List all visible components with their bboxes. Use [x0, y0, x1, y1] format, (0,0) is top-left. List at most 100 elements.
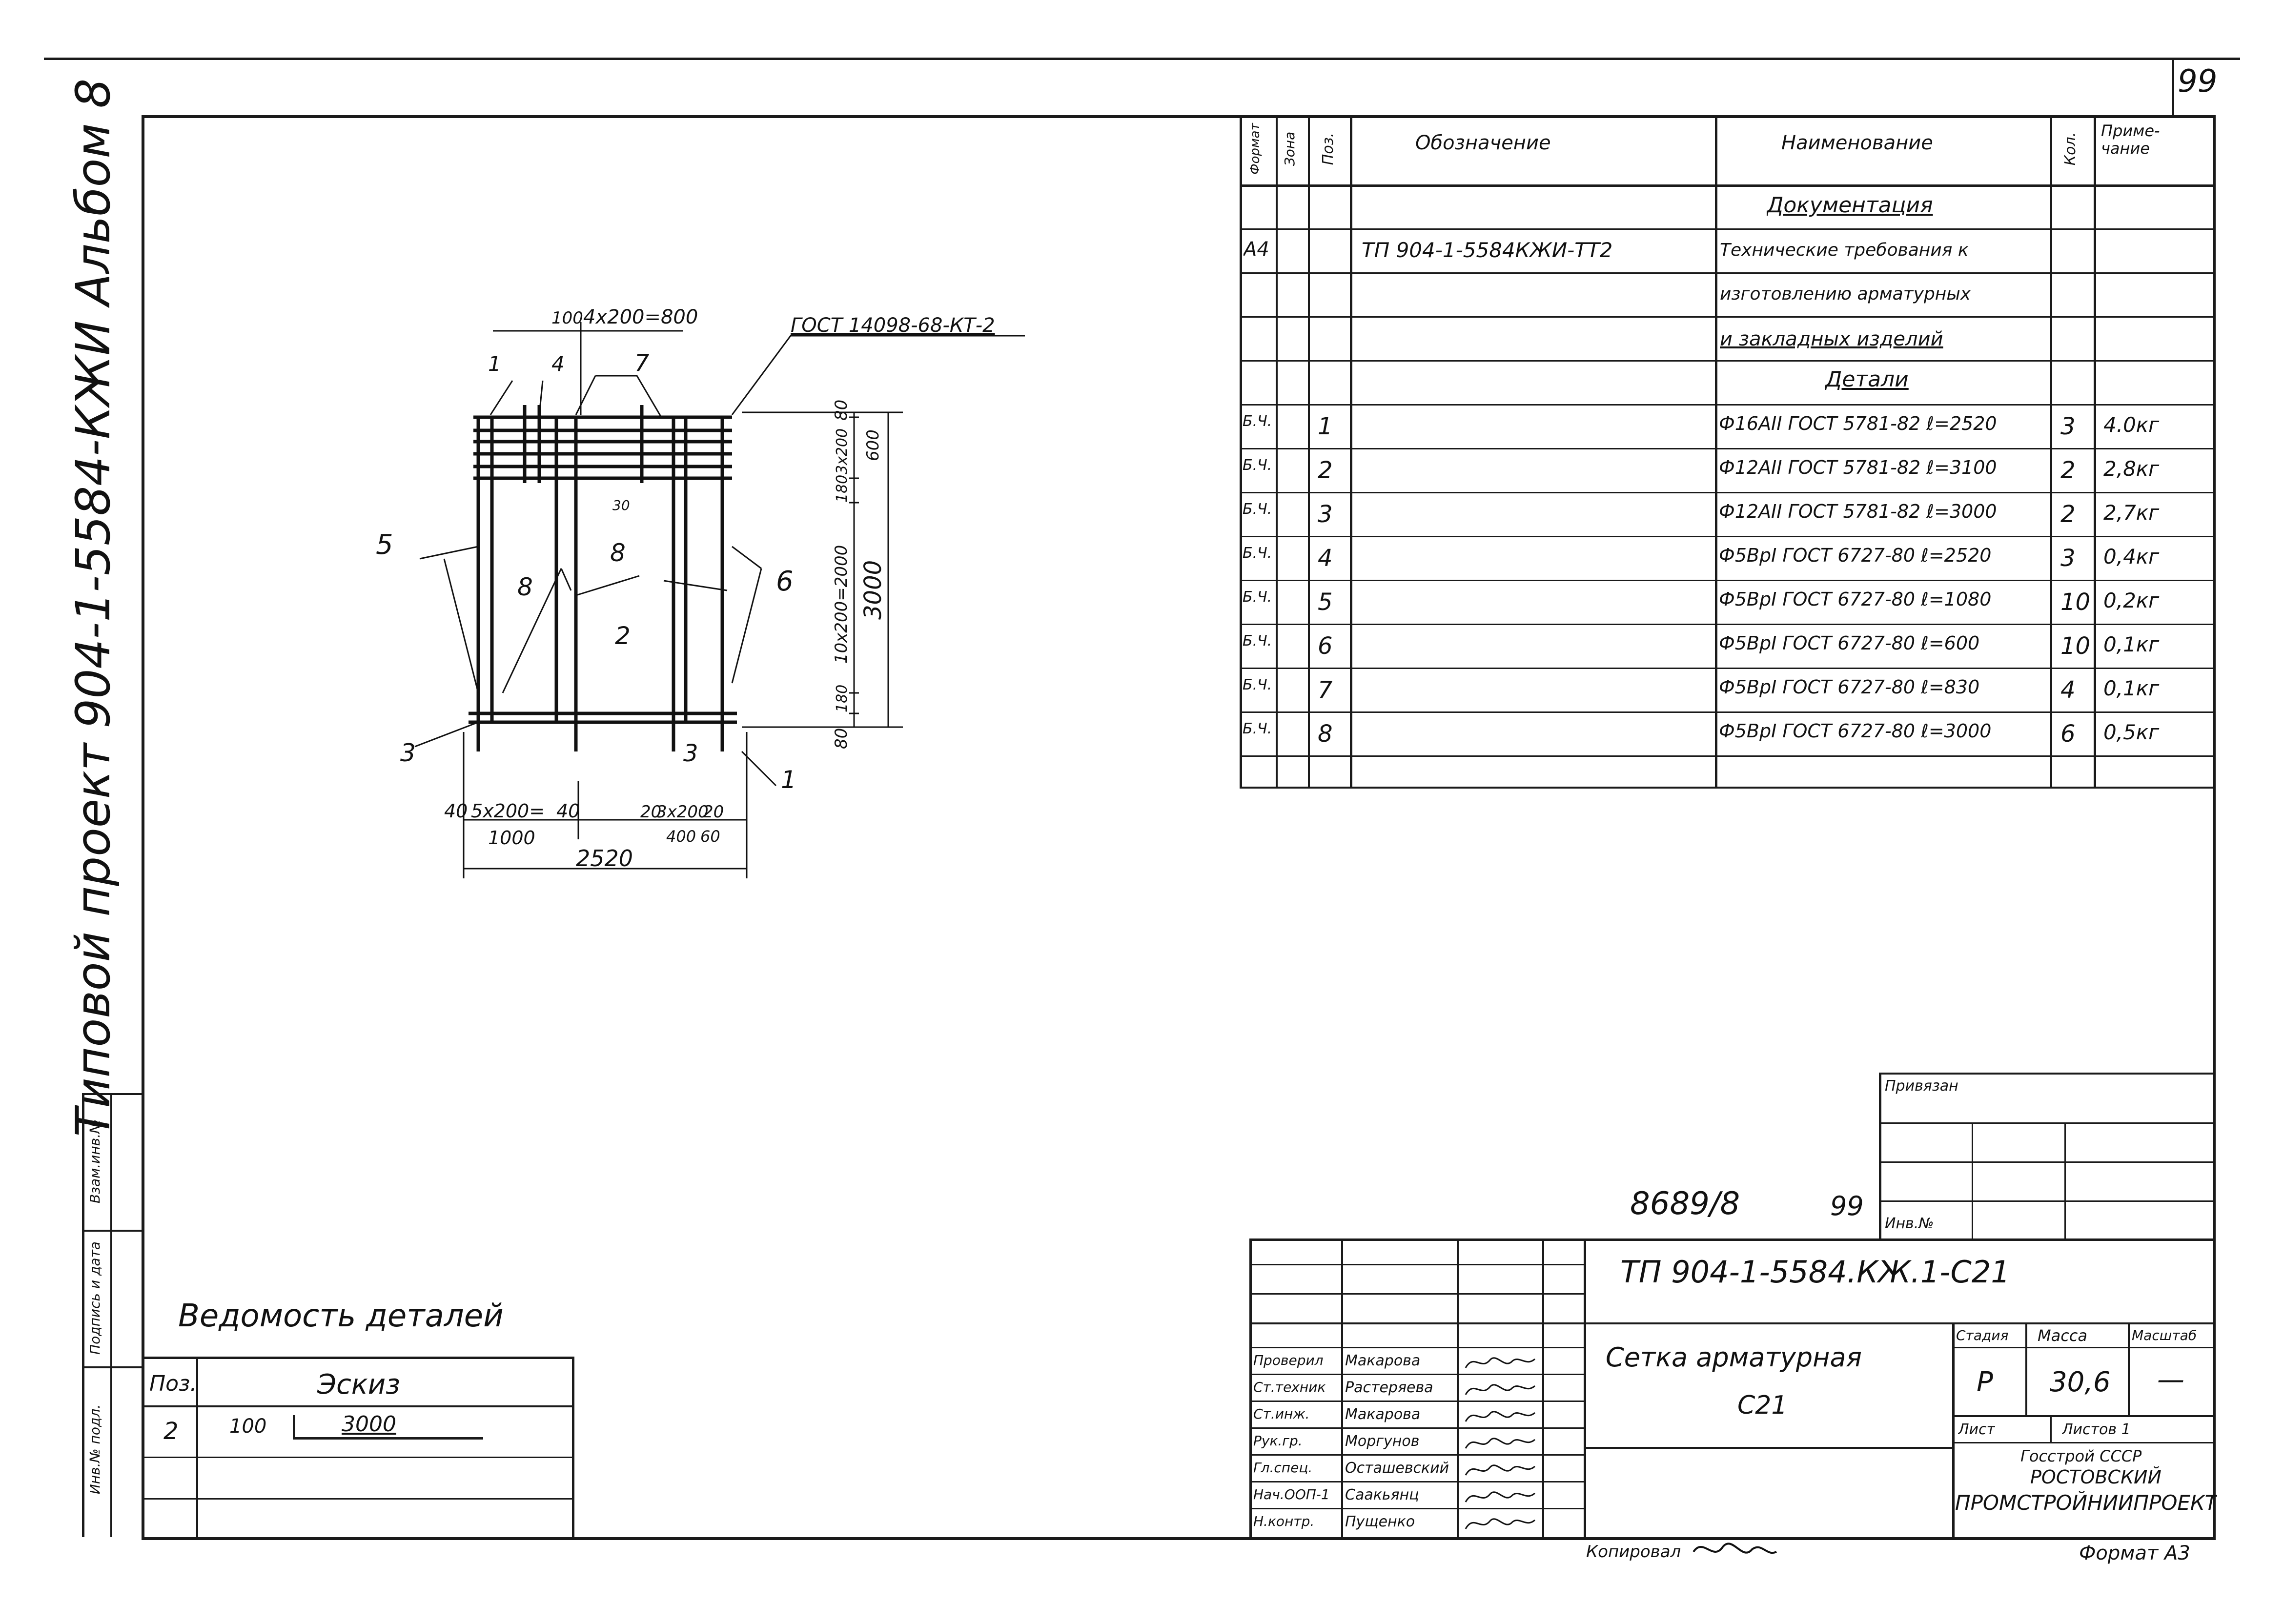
- doc-name-line-3: и закладных изделий: [1720, 328, 1943, 350]
- signer-role: Н.контр.: [1253, 1513, 1315, 1529]
- stamp-title-line-2: С21: [1737, 1391, 1788, 1420]
- frame-top: [142, 115, 2216, 118]
- inv-no-label: Инв.№: [1885, 1215, 1934, 1232]
- dim-bottom-1000: 1000: [488, 827, 535, 849]
- details-row-pos: 2: [163, 1418, 179, 1445]
- copied-label: Копировал: [1586, 1542, 1681, 1562]
- spec-row-format: Б.Ч.: [1243, 589, 1272, 606]
- doc-format: А4: [1244, 238, 1269, 261]
- stadiya-label: Стадия: [1956, 1327, 2009, 1343]
- spec-row-pos: 6: [1318, 632, 1333, 660]
- spec-row-note: 0,2кг: [2103, 589, 2160, 612]
- sheet-number: 99: [2178, 63, 2218, 100]
- signer-role: Ст.инж.: [1253, 1406, 1310, 1422]
- spec-row-name: Ф16АII ГОСТ 5781-82 ℓ=2520: [1719, 413, 1997, 434]
- spec-row-note: 2,7кг: [2103, 501, 2160, 525]
- spec-row-name: Ф12АII ГОСТ 5781-82 ℓ=3000: [1719, 501, 1997, 522]
- details-sketch-bar-vertical: [293, 1415, 295, 1440]
- header-qty: Кол.: [2062, 132, 2079, 166]
- dim-total-height: 3000: [859, 560, 887, 620]
- signer-name: Пущенко: [1345, 1513, 1415, 1530]
- spec-row-pos: 2: [1318, 457, 1333, 484]
- signer-role: Ст.техник: [1253, 1379, 1326, 1395]
- signature-mark: [1465, 1357, 1535, 1368]
- dim-right-80-top: 80: [832, 400, 851, 421]
- org-line-2: РОСТОВСКИЙ: [2030, 1466, 2162, 1488]
- massa-label: Масса: [2038, 1326, 2088, 1345]
- spec-row-qty: 10: [2060, 589, 2091, 616]
- header-format: Формат: [1248, 123, 1263, 175]
- header-pos: Поз.: [1320, 132, 1337, 165]
- stamp-designation: ТП 904-1-5584.КЖ.1-С21: [1620, 1254, 2010, 1290]
- spec-row-qty: 2: [2060, 501, 2076, 528]
- signature-mark: [1465, 1464, 1535, 1476]
- pos-label-1-bottom: 1: [781, 766, 796, 794]
- gost-weld-label: ГОСТ 14098-68-КТ-2: [791, 314, 995, 337]
- left-strip-label-3: Взам.инв.№: [87, 1119, 103, 1204]
- header-name: Наименование: [1781, 132, 1933, 154]
- stamp-title-line-1: Сетка арматурная: [1606, 1342, 1862, 1373]
- header-zone: Зона: [1282, 131, 1298, 166]
- dim-top: 4х200=800: [583, 306, 698, 328]
- pos-label-3-left: 3: [400, 739, 416, 767]
- mesh-drawing: 100 4х200=800 ГОСТ 14098-68-КТ-2 1 4 7 5…: [376, 306, 1025, 878]
- signer-role: Проверил: [1253, 1352, 1324, 1368]
- spec-row-note: 0,4кг: [2103, 545, 2160, 568]
- dim-right-2000: 10х200=2000: [832, 545, 851, 664]
- dim-bottom-40-right: 40: [556, 800, 580, 822]
- left-margin-title: Типовой проект 904-1-5584-КЖИ Альбом 8: [66, 78, 121, 1137]
- frame-right: [2213, 115, 2216, 1540]
- pos-label-8-left: 8: [517, 573, 533, 601]
- left-strip-label-1: Инв.№ подл.: [87, 1404, 103, 1495]
- spec-row-qty: 3: [2060, 545, 2076, 572]
- spec-row-format: Б.Ч.: [1243, 676, 1272, 693]
- spec-row-format: Б.Ч.: [1243, 501, 1272, 518]
- pos-label-3-right: 3: [683, 740, 698, 767]
- sheet-box-left: [2172, 58, 2174, 117]
- signature-mark: [1465, 1491, 1535, 1502]
- section-documentation: Документация: [1767, 193, 1933, 218]
- dim-right-80-bottom: 80: [832, 728, 851, 749]
- spec-row-name: Ф12АII ГОСТ 5781-82 ℓ=3100: [1719, 457, 1997, 478]
- spec-row-note: 0,1кг: [2103, 632, 2160, 656]
- spec-row-qty: 6: [2060, 720, 2076, 748]
- pos-label-6: 6: [776, 566, 794, 597]
- dim-bottom-5x200: 5х200=: [471, 800, 545, 822]
- dim-right-180-bottom: 180: [834, 685, 851, 712]
- spec-row-pos: 5: [1318, 589, 1333, 616]
- details-header-sketch: Эскиз: [317, 1369, 400, 1401]
- signature-mark: [1465, 1411, 1535, 1422]
- doc-name-line-1: Технические требования к: [1720, 240, 1969, 260]
- spec-row-name: Ф5ВрI ГОСТ 6727-80 ℓ=3000: [1719, 720, 1992, 742]
- header-designation: Обозначение: [1415, 132, 1551, 154]
- dim-right-180-top: 180: [834, 475, 851, 503]
- signer-name: Моргунов: [1345, 1433, 1420, 1450]
- privyazan-label: Привязан: [1885, 1077, 1958, 1095]
- spec-row-name: Ф5ВрI ГОСТ 6727-80 ℓ=600: [1719, 632, 1980, 654]
- list-label: Лист: [1958, 1421, 1996, 1438]
- stadiya-value: Р: [1977, 1366, 1993, 1398]
- signer-role: Нач.ООП-1: [1253, 1486, 1330, 1502]
- spec-row-qty: 10: [2060, 632, 2091, 660]
- details-list-title: Ведомость деталей: [178, 1298, 504, 1334]
- signer-role: Рук.гр.: [1253, 1433, 1303, 1449]
- top-edge-line: [44, 58, 2240, 60]
- pos-label-1-top: 1: [488, 352, 501, 376]
- dim-right-600: 600: [863, 429, 883, 461]
- masshtab-label: Масштаб: [2132, 1327, 2197, 1343]
- pos-label-5: 5: [376, 529, 393, 561]
- spec-row-pos: 8: [1318, 720, 1333, 748]
- pos-label-2: 2: [615, 622, 631, 650]
- spec-row-name: Ф5ВрI ГОСТ 6727-80 ℓ=2520: [1719, 545, 1992, 566]
- spec-row-note: 2,8кг: [2103, 457, 2160, 481]
- signer-name: Макарова: [1345, 1406, 1421, 1423]
- dim-bottom-60: 60: [700, 827, 720, 846]
- spec-row-name: Ф5ВрI ГОСТ 6727-80 ℓ=1080: [1719, 589, 1992, 610]
- spec-row-format: Б.Ч.: [1243, 545, 1272, 562]
- dim-bottom-20-right: 20: [703, 802, 724, 822]
- dim-bottom-3x200: 3х200: [656, 802, 709, 822]
- frame-left: [142, 115, 144, 1540]
- details-row-left: 100: [229, 1415, 267, 1438]
- pos-label-8-right: 8: [610, 539, 626, 567]
